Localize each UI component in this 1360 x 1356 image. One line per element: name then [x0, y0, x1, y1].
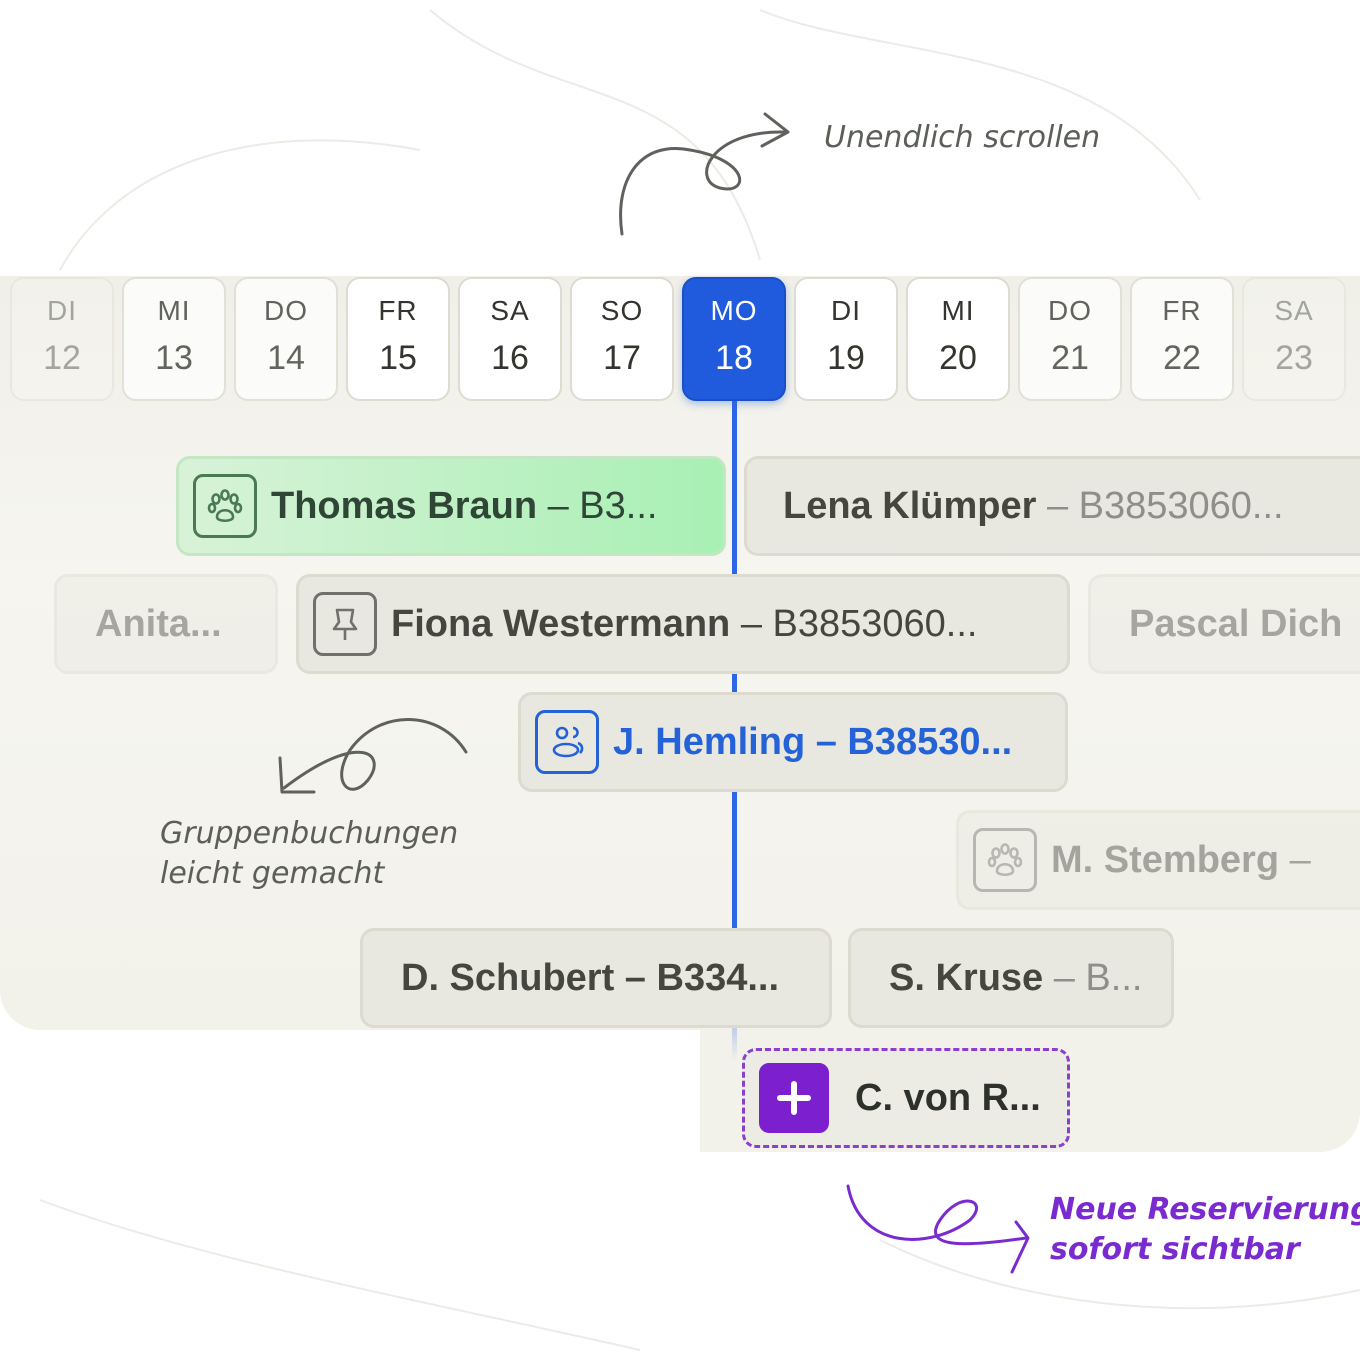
day-date: 19 — [827, 339, 865, 377]
day-tile-sa-16[interactable]: SA 16 — [458, 277, 562, 401]
booking-guest-name: M. Stemberg — [1051, 838, 1280, 881]
day-name: DI — [831, 295, 861, 326]
booking-pascal-dich[interactable]: Pascal Dich — [1088, 574, 1360, 674]
new-reservations-note-line1: Neue Reservierungen — [1050, 1192, 1360, 1227]
pin-icon — [313, 592, 377, 656]
booking-d-schubert[interactable]: D. Schubert – B334... — [360, 928, 832, 1028]
booking-s-kruse[interactable]: S. Kruse – B... — [848, 928, 1174, 1028]
day-name: MI — [941, 295, 975, 326]
day-name: DO — [1048, 295, 1092, 326]
day-date: 12 — [43, 339, 81, 377]
booking-lena-kluemper[interactable]: Lena Klümper – B3853060... — [744, 456, 1360, 556]
booking-guest-name: D. Schubert – B334... — [401, 956, 780, 999]
day-name: SA — [1274, 295, 1314, 326]
day-date: 15 — [379, 339, 417, 377]
new-reservations-note-line2: sofort sichtbar — [1050, 1232, 1300, 1267]
day-name: SA — [490, 295, 530, 326]
day-tile-sa-23[interactable]: SA 23 — [1242, 277, 1346, 401]
day-date: 20 — [939, 339, 977, 377]
booking-reference: – B3853060... — [1036, 484, 1284, 527]
day-name: SO — [600, 295, 644, 326]
day-date: 16 — [491, 339, 529, 377]
day-name: MI — [157, 295, 191, 326]
day-name: FR — [378, 295, 418, 326]
day-name: DI — [47, 295, 77, 326]
booking-new-c-von-r[interactable]: C. von R... — [742, 1048, 1070, 1148]
scroll-arrow-icon — [619, 112, 790, 236]
day-tile-so-17[interactable]: SO 17 — [570, 277, 674, 401]
day-name: FR — [1162, 295, 1202, 326]
day-tile-fr-15[interactable]: FR 15 — [346, 277, 450, 401]
day-name: DO — [264, 295, 308, 326]
group-arrow-icon — [278, 718, 468, 794]
booking-reference: – — [1279, 838, 1311, 881]
booking-guest-name: Lena Klümper — [783, 484, 1037, 527]
group-bookings-note-line2: leicht gemacht — [160, 856, 385, 891]
booking-reference: – B3... — [537, 484, 658, 527]
day-tile-do-21[interactable]: DO 21 — [1018, 277, 1122, 401]
day-tile-di-12[interactable]: DI 12 — [10, 277, 114, 401]
booking-guest-name: Thomas Braun — [271, 484, 538, 527]
paw-icon — [193, 474, 257, 538]
group-icon — [535, 710, 599, 774]
day-tile-mi-20[interactable]: MI 20 — [906, 277, 1010, 401]
booking-reference: – B3853060... — [730, 602, 978, 645]
booking-guest-name: S. Kruse — [889, 956, 1044, 999]
new-reservation-arrow-icon — [846, 1184, 1030, 1274]
booking-guest-name: Anita... — [95, 602, 222, 645]
booking-guest-name: Fiona Westermann — [391, 602, 731, 645]
day-tile-fr-22[interactable]: FR 22 — [1130, 277, 1234, 401]
day-name: MO — [710, 295, 758, 326]
booking-guest-name: Pascal Dich — [1129, 602, 1343, 645]
day-date: 13 — [155, 339, 193, 377]
paw-icon — [973, 828, 1037, 892]
booking-guest-name: J. Hemling – B38530... — [613, 720, 1013, 763]
day-date: 17 — [603, 339, 641, 377]
infinite-scroll-note: Unendlich scrollen — [824, 120, 1101, 155]
booking-reference: – B... — [1043, 956, 1143, 999]
group-bookings-note-line1: Gruppenbuchungen — [160, 816, 459, 851]
day-date: 22 — [1163, 339, 1201, 377]
day-date: 14 — [267, 339, 305, 377]
plus-icon — [759, 1063, 829, 1133]
booking-anita[interactable]: Anita... — [54, 574, 278, 674]
day-date: 23 — [1275, 339, 1313, 377]
day-tile-do-14[interactable]: DO 14 — [234, 277, 338, 401]
booking-m-stemberg[interactable]: M. Stemberg – — [956, 810, 1360, 910]
day-date: 21 — [1051, 339, 1089, 377]
booking-j-hemling-group[interactable]: J. Hemling – B38530... — [518, 692, 1068, 792]
day-date: 18 — [715, 339, 753, 377]
day-tile-di-19[interactable]: DI 19 — [794, 277, 898, 401]
booking-guest-name: C. von R... — [855, 1076, 1041, 1119]
day-tile-today-mo-18[interactable]: MO 18 — [682, 277, 786, 401]
booking-thomas-braun[interactable]: Thomas Braun – B3... — [176, 456, 726, 556]
day-tile-mi-13[interactable]: MI 13 — [122, 277, 226, 401]
booking-fiona-westermann[interactable]: Fiona Westermann – B3853060... — [296, 574, 1070, 674]
